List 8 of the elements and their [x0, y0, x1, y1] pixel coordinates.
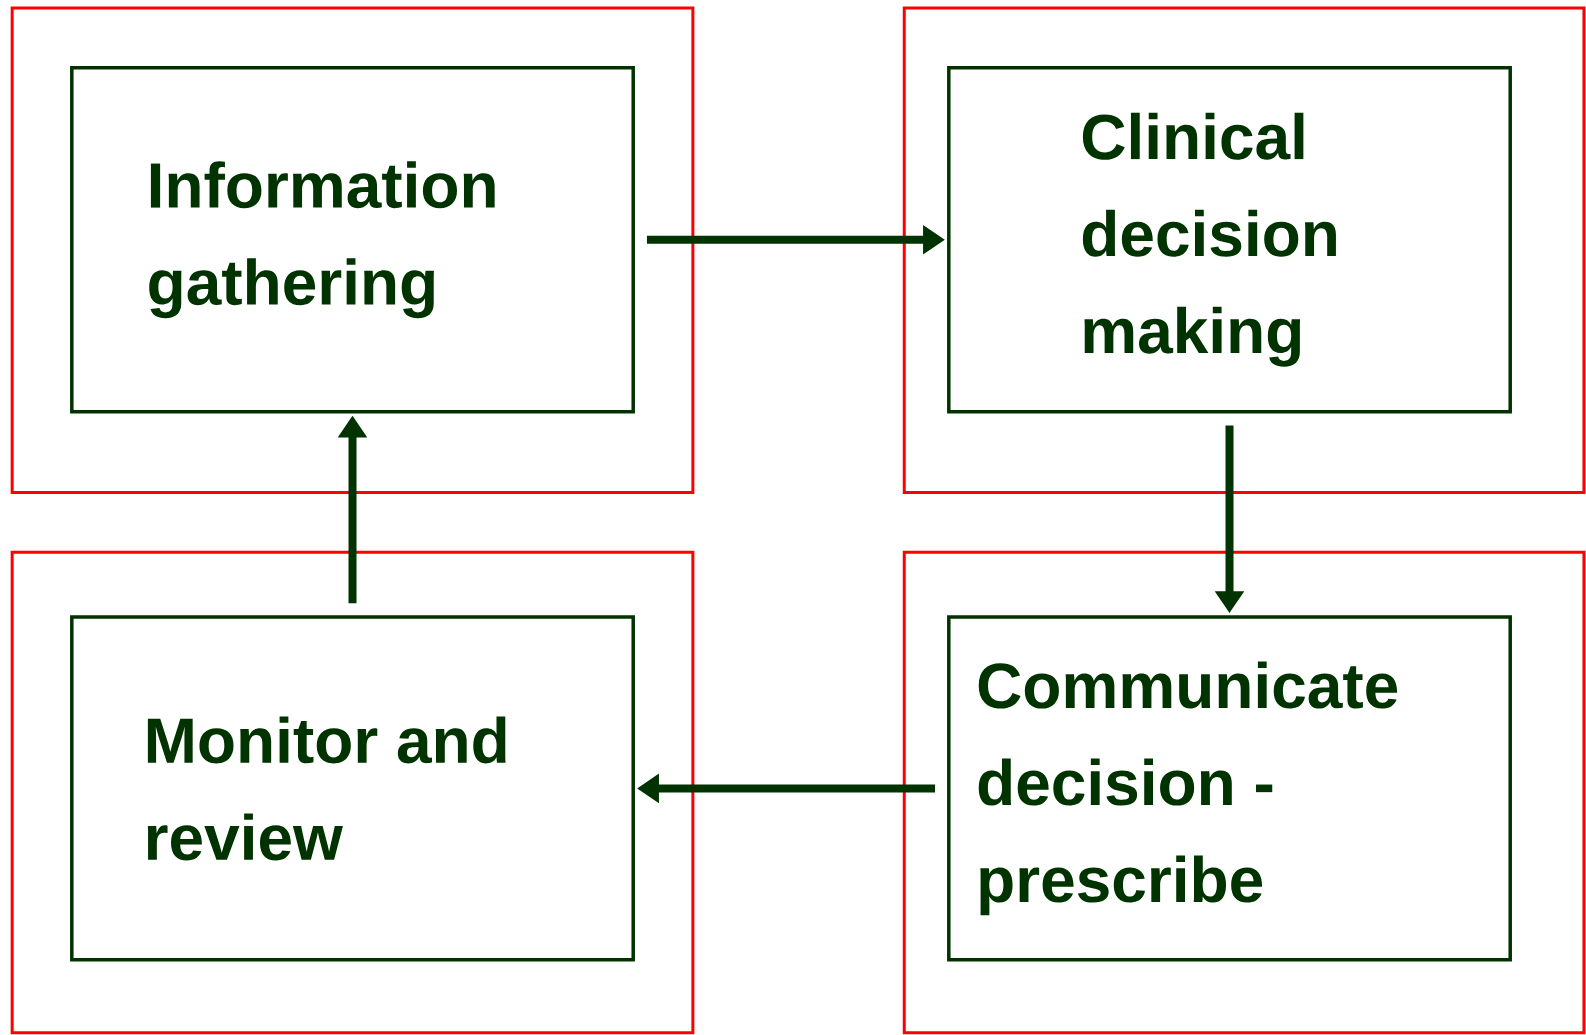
process-box: Monitor and review	[70, 615, 635, 962]
process-box: Information gathering	[70, 66, 635, 414]
group-frame	[10, 6, 695, 495]
group-frame	[902, 6, 1586, 495]
process-box: Clinical decision making	[947, 66, 1512, 414]
process-box: Communicate decision - prescribe	[947, 615, 1512, 962]
group-frame	[902, 550, 1586, 1035]
group-frame	[10, 550, 695, 1035]
